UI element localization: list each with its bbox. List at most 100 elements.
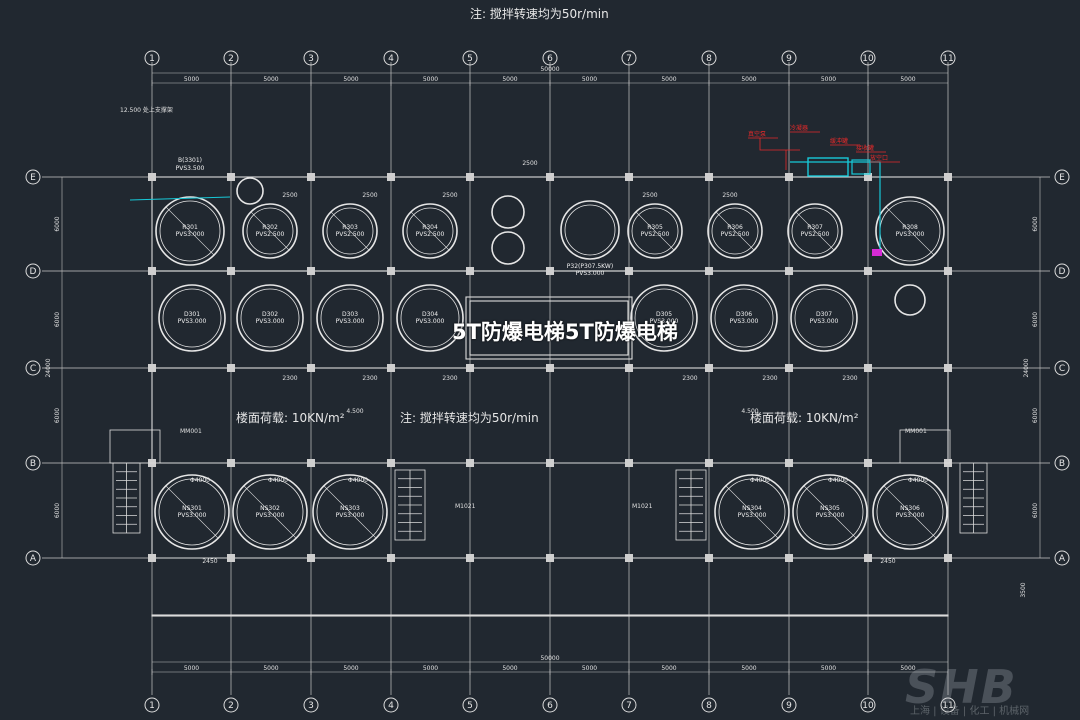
internal-dim: 2300 [842, 375, 857, 382]
reactor-R305-axis [635, 211, 675, 251]
grid-bubble-label-B: B [1059, 459, 1065, 469]
grid-bubble-1 [144, 697, 160, 713]
grid-bubble-A [25, 550, 41, 566]
dim-label-spacing: 5000 [582, 665, 597, 672]
grid-bubble-label-3: 3 [308, 701, 314, 711]
settler-dia: Φ4000 [828, 477, 848, 484]
drum-D307 [790, 284, 858, 352]
column-7A [625, 554, 633, 562]
drum-D307-inner [794, 288, 854, 348]
internal-dim: 2500 [362, 192, 377, 199]
center-reactor-inner [564, 204, 616, 256]
internal-dim: 2500 [722, 192, 737, 199]
grid-bubble-6 [542, 697, 558, 713]
red-tag-1: 冷凝器 [790, 124, 808, 132]
watermark-logo: SHB [905, 660, 1018, 714]
grid-bubbles [25, 50, 1070, 713]
grid-bubble-label-4: 4 [388, 701, 394, 711]
column-10E [864, 173, 872, 181]
dim-label-spacing: 5000 [661, 665, 676, 672]
drum-D305 [630, 284, 698, 352]
small-vessel-0 [491, 195, 525, 229]
column-8C [705, 364, 713, 372]
internal-dim-2450: 2450 [202, 558, 217, 565]
column-4E [387, 173, 395, 181]
column-11C [944, 364, 952, 372]
grid-bubble-label-B: B [30, 459, 36, 469]
settler-NS306-axis [883, 485, 937, 539]
internal-dim: 2500 [522, 160, 537, 167]
column-10D [864, 267, 872, 275]
reactor-R303-id: R303 [342, 224, 358, 231]
internal-dim-2450: 2450 [880, 558, 895, 565]
drum-D305-spec: PVS3.000 [650, 318, 679, 325]
dim-label-bay: 6000 [1032, 312, 1039, 327]
lower-boundary [151, 614, 949, 617]
door-m1021-right: M1021 [632, 503, 653, 510]
dim-label-bay: 6000 [1032, 408, 1039, 423]
column-6A [546, 554, 554, 562]
grid-bubble-2 [223, 697, 239, 713]
reactor-R305-inner [631, 207, 679, 255]
grid-bubble-label-7: 7 [626, 54, 632, 64]
grid-bubble-label-1: 1 [149, 54, 155, 64]
grid-bubble-5 [462, 50, 478, 66]
grid-bubble-E [25, 169, 41, 185]
reactor-R304 [402, 203, 458, 259]
dim-label-spacing: 5000 [661, 76, 676, 83]
internal-dim: 2300 [682, 375, 697, 382]
settler-NS305 [792, 474, 868, 550]
dim-label-bay: 6000 [54, 216, 61, 231]
dim-label-spacing: 5000 [343, 665, 358, 672]
reactor-R306-inner [711, 207, 759, 255]
dim-label-total-side: 24000 [1023, 358, 1030, 377]
grid-bubble-4 [383, 50, 399, 66]
settler-NS301-inner [158, 478, 226, 546]
settler-NS303-axis [323, 485, 377, 539]
reactor-R302-spec: PVS2.500 [256, 231, 285, 238]
settler-NS304 [714, 474, 790, 550]
internal-dim: 2500 [442, 192, 457, 199]
drum-D303-spec: PVS3.000 [336, 318, 365, 325]
drum-D304 [396, 284, 464, 352]
reactor-R308 [875, 196, 945, 266]
settler-NS302 [232, 474, 308, 550]
settler-NS301 [154, 474, 230, 550]
grid-bubble-7 [621, 697, 637, 713]
grid-bubble-E [1054, 169, 1070, 185]
column-5B [466, 459, 474, 467]
column-8A [705, 554, 713, 562]
column-1D [148, 267, 156, 275]
grid-bubble-label-5: 5 [467, 54, 473, 64]
reactor-R305 [627, 203, 683, 259]
settler-NS306-spec: PVS3.000 [896, 512, 925, 519]
drum-D302-spec: PVS3.000 [256, 318, 285, 325]
column-1C [148, 364, 156, 372]
grid-bubble-D [25, 263, 41, 279]
reactor-R301-spec: PVS3.000 [176, 231, 205, 238]
grid-bubble-6 [542, 50, 558, 66]
column-11D [944, 267, 952, 275]
dim-label-spacing: 5000 [184, 665, 199, 672]
column-4C [387, 364, 395, 372]
column-11A [944, 554, 952, 562]
reactor-R303-spec: PVS2.500 [336, 231, 365, 238]
reactor-R308-axis [885, 206, 935, 256]
elevator-title: 5T防爆电梯5T防爆电梯 [452, 320, 678, 344]
grid-bubble-label-E: E [1059, 173, 1065, 183]
column-2A [227, 554, 235, 562]
column-7D [625, 267, 633, 275]
grid-bubble-11 [940, 697, 956, 713]
reactor-R306-id: R306 [727, 224, 743, 231]
dim-label-spacing: 5000 [502, 76, 517, 83]
grid-bubble-label-6: 6 [547, 54, 553, 64]
grid-bubble-B [25, 455, 41, 471]
internal-dim: 2500 [642, 192, 657, 199]
reactor-R307 [787, 203, 843, 259]
structural-columns [148, 173, 952, 562]
column-5E [466, 173, 474, 181]
reactor-R305-spec: PVS2.500 [641, 231, 670, 238]
